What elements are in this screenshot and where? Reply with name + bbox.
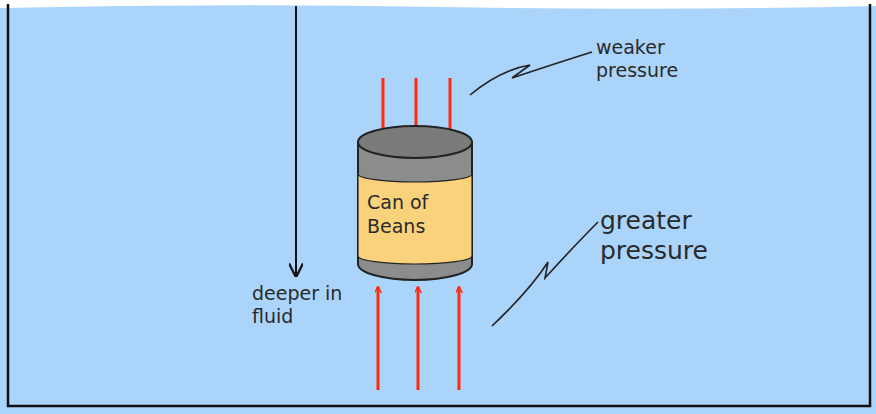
can-label-band (358, 174, 472, 264)
annotation-label: deeper in fluid (252, 282, 352, 328)
leader-squiggle (492, 222, 598, 326)
depth-arrow (295, 6, 297, 276)
annotation-label: greater pressure (600, 206, 770, 266)
can-label-text: Can of Beans (367, 191, 463, 239)
can-node: Can of Beans (357, 124, 473, 282)
leader-squiggle (470, 52, 592, 95)
container-wall (8, 4, 870, 406)
can-lid (358, 126, 472, 158)
pressure-arrows-bottom (378, 287, 459, 390)
can-body (358, 142, 472, 280)
fluid (0, 5, 876, 414)
annotation-label: weaker pressure (596, 36, 726, 82)
